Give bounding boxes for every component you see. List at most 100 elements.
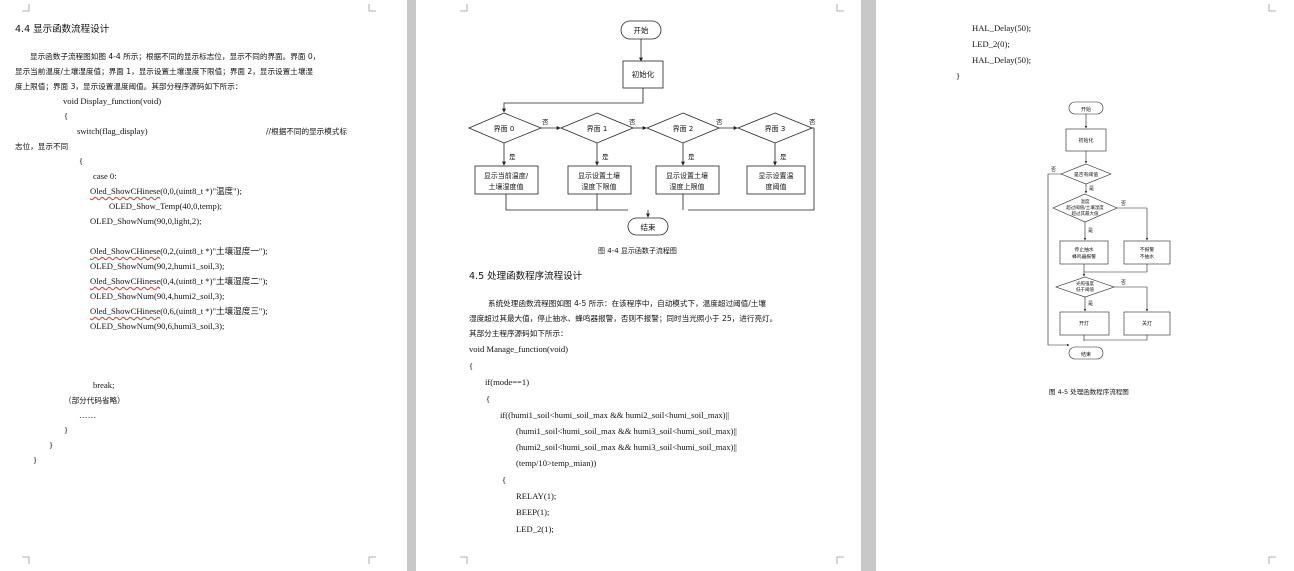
corner-mark — [1268, 4, 1276, 12]
code-line: Oled_ShowCHinese(0,0,(uint8_t *)"温度"); — [90, 186, 242, 196]
paragraph-line: 系统处理函数流程图如图 4-5 所示：在该程序中，自动模式下，温度超过阈值/土壤 — [488, 299, 766, 308]
box-label: 不报警 — [1140, 246, 1155, 253]
code-line: { — [64, 111, 69, 121]
result-label: 湿度下限值 — [582, 182, 617, 191]
corner-mark — [1268, 556, 1276, 564]
yes-label: 是 — [1088, 228, 1093, 234]
manage-function-flowchart: 开始 初始化 是否有阈值 温度 超过阈值/土壤湿度 超过其最大值 停止抽水 蜂鸣… — [1047, 101, 1171, 360]
decision-label: 温度 — [1081, 198, 1090, 205]
box-label: 停止抽水 — [1074, 246, 1093, 253]
section-heading: 4.4 显示函数流程设计 — [15, 24, 110, 35]
box-label: 开灯 — [1079, 320, 1089, 327]
decision-label: 是否有阈值 — [1074, 171, 1098, 178]
code-line: HAL_Delay(50); — [972, 23, 1032, 33]
paragraph-line: 显示当前温度/土壤湿度值；界面 1，显示设置土壤湿度下限值；界面 2，显示设置土… — [15, 67, 314, 76]
result-label: 湿度上限值 — [670, 182, 705, 191]
code-line: void Manage_function(void) — [469, 344, 569, 354]
document-page-2: 开始 初始化 界面 0 界面 1 界面 2 界面 3 否 否 否 否 是 是 是… — [416, 0, 861, 571]
code-line: { — [469, 361, 474, 371]
code-line: if(mode==1) — [485, 377, 530, 387]
box-label: 关灯 — [1142, 320, 1152, 327]
code-line: { — [79, 156, 84, 166]
code-line: OLED_ShowNum(90,4,humi2_soil,3); — [90, 291, 225, 301]
decision-label: 超过阈值/土壤湿度 — [1066, 204, 1104, 211]
result-label: 显示设置土壤 — [666, 171, 708, 180]
code-line: BEEP(1); — [516, 507, 550, 517]
code-line: { — [486, 394, 491, 404]
no-label: 否 — [1051, 167, 1056, 173]
code-line: Oled_ShowCHinese(0,4,(uint8_t *)"土壤湿度二")… — [90, 276, 268, 286]
result-box — [746, 165, 806, 195]
flow-end-label: 结束 — [641, 222, 656, 232]
code-line: OLED_ShowNum(90,6,humi3_soil,3); — [90, 321, 225, 331]
code-line: break; — [93, 380, 115, 390]
code-line: OLED_ShowNum(90,2,humi1_soil,3); — [90, 261, 225, 271]
yes-label: 是 — [1089, 186, 1094, 192]
decision-label: 界面 3 — [765, 125, 786, 133]
code-line: OLED_ShowNum(90,0,light,2); — [90, 216, 202, 226]
result-box — [567, 165, 632, 195]
result-label: 度阈值 — [766, 182, 787, 191]
corner-mark — [836, 4, 844, 12]
decision-label: 界面 1 — [587, 125, 608, 133]
paragraph-line: 湿度超过其最大值，停止抽水、蜂鸣器报警，否则不报警；同时当光照小于 25，进行亮… — [469, 314, 778, 323]
code-line: if((humi1_soil<humi_soil_max && humi2_so… — [500, 410, 729, 420]
result-box — [474, 165, 539, 195]
no-label: 否 — [542, 118, 549, 126]
box-label: 蜂鸣器报警 — [1072, 253, 1096, 260]
code-line: Oled_ShowCHinese(0,2,(uint8_t *)"土壤湿度一")… — [90, 246, 268, 256]
paragraph-line: 度上限值；界面 3，显示设置温度阈值。其部分程序源码如下所示： — [15, 82, 243, 91]
no-label: 否 — [809, 118, 816, 126]
code-line: LED_2(0); — [972, 39, 1010, 49]
decision-label: 光照强度 — [1076, 280, 1094, 287]
document-page-1: 4.4 显示函数流程设计 显示函数子流程图如图 4-4 所示；根据不同的显示标志… — [0, 0, 407, 571]
result-label: 显示当前温度/ — [484, 171, 529, 180]
code-line: Oled_ShowCHinese(0,6,(uint8_t *)"土壤湿度三")… — [90, 306, 268, 316]
yes-label: 是 — [688, 153, 695, 161]
decision-label: 超过其最大值 — [1072, 210, 1099, 217]
code-comment: //根据不同的显示模式标 — [266, 127, 348, 136]
code-line: (humi1_soil<humi_soil_max && humi3_soil<… — [516, 426, 737, 436]
figure-caption: 图 4-5 处理函数程序流程图 — [1049, 388, 1129, 396]
code-comment: 志位，显示不同 — [15, 142, 69, 151]
code-line: void Display_function(void) — [63, 96, 162, 106]
yes-label: 是 — [509, 153, 516, 161]
code-line: case 0: — [93, 171, 117, 181]
code-line: …… — [79, 410, 97, 420]
decision-label: 界面 2 — [673, 125, 694, 133]
display-function-flowchart: 开始 初始化 界面 0 界面 1 界面 2 界面 3 否 否 否 否 是 是 是… — [467, 20, 816, 236]
paragraph-line: 其部分主程序源码如下所示： — [469, 329, 568, 338]
section-heading: 4.5 处理函数程序流程设计 — [469, 271, 583, 282]
box-label: 不抽水 — [1140, 253, 1155, 260]
yes-label: 是 — [602, 153, 609, 161]
corner-mark — [460, 556, 468, 564]
end-terminal — [1068, 346, 1104, 360]
result-box — [655, 165, 720, 195]
flow-init-label: 初始化 — [632, 69, 655, 79]
code-line: } — [49, 440, 54, 450]
code-line: switch(flag_display) — [77, 126, 148, 136]
yes-label: 是 — [780, 153, 787, 161]
no-label: 否 — [1121, 280, 1126, 286]
end-terminal — [627, 217, 669, 236]
no-label: 否 — [629, 118, 636, 126]
code-line: (temp/10>temp_mian)) — [516, 458, 597, 468]
code-line: } — [33, 455, 38, 465]
flow-end-label: 结束 — [1081, 351, 1091, 358]
code-line: LED_2(1); — [516, 524, 554, 534]
code-comment: （部分代码省略） — [64, 396, 125, 405]
corner-mark — [368, 556, 376, 564]
corner-mark — [368, 4, 376, 12]
code-line: } — [64, 425, 69, 435]
light-on-box — [1059, 311, 1110, 336]
decision-label: 界面 0 — [494, 125, 515, 133]
code-line: } — [956, 71, 961, 81]
corner-mark — [460, 4, 468, 12]
flow-init-label: 初始化 — [1078, 137, 1093, 144]
document-page-3: HAL_Delay(50); LED_2(0); HAL_Delay(50); … — [876, 0, 1294, 571]
corner-mark — [836, 556, 844, 564]
code-line: (humi2_soil<humi_soil_max && humi3_soil<… — [516, 442, 737, 452]
code-line: RELAY(1); — [516, 491, 557, 501]
figure-caption: 图 4-4 显示函数子流程图 — [598, 247, 677, 255]
flow-start-label: 开始 — [634, 25, 649, 35]
